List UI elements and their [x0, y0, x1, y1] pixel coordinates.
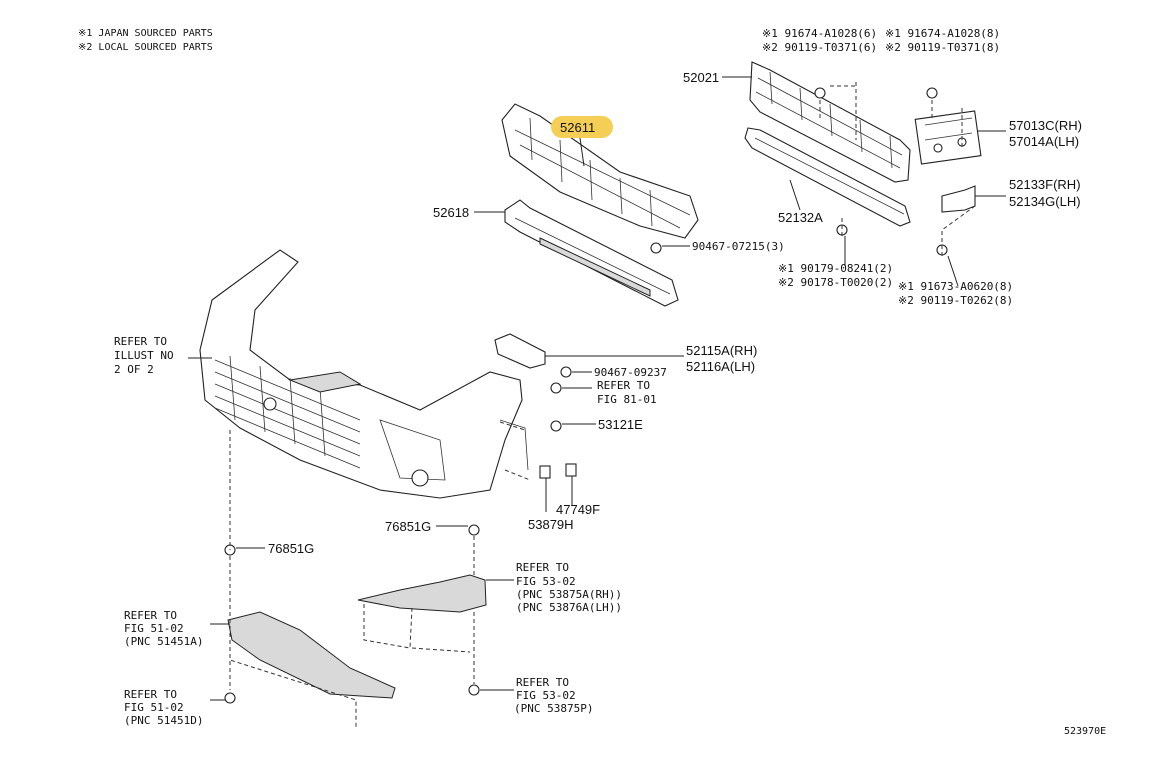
label-bolt-tr-2[interactable]: ※2 90119-T0371(8) — [885, 41, 1000, 54]
reinforcement-52021-drawing — [749, 61, 982, 183]
note-local: ※2 LOCAL SOURCED PARTS — [78, 42, 213, 53]
label-52116a[interactable]: 52116A(LH) — [686, 359, 755, 374]
bracket-52115a-drawing — [494, 333, 546, 369]
retainer-52618-drawing — [504, 199, 679, 307]
absorber-52132a-drawing — [744, 127, 911, 227]
label-90467-07215[interactable]: 90467-07215(3) — [692, 240, 785, 253]
label-nut-2[interactable]: ※2 90178-T0020(2) — [778, 276, 893, 289]
sourcing-notes: ※1 JAPAN SOURCED PARTS ※2 LOCAL SOURCED … — [78, 28, 213, 53]
label-refer-51a-1[interactable]: REFER TO — [124, 609, 177, 622]
label-refer-illust-2[interactable]: ILLUST NO — [114, 349, 174, 362]
label-refer-51a-3[interactable]: (PNC 51451A) — [124, 635, 203, 648]
absorber-52611-drawing — [501, 103, 699, 239]
label-refer-51a-2[interactable]: FIG 51-02 — [124, 622, 184, 635]
label-refer-illust-3[interactable]: 2 OF 2 — [114, 363, 154, 376]
label-52132a[interactable]: 52132A — [778, 210, 823, 225]
label-refer-53a-1[interactable]: REFER TO — [516, 561, 569, 574]
label-90467-09237[interactable]: 90467-09237 — [594, 366, 667, 379]
bumper-cover-drawing — [199, 249, 529, 499]
label-76851g-left[interactable]: 76851G — [268, 541, 314, 556]
label-52134g[interactable]: 52134G(LH) — [1009, 194, 1081, 209]
label-refer-81-2[interactable]: FIG 81-01 — [597, 393, 657, 406]
label-refer-81-1[interactable]: REFER TO — [597, 379, 650, 392]
label-bolt-tl-2[interactable]: ※2 90119-T0371(6) — [762, 41, 877, 54]
label-53879h[interactable]: 53879H — [528, 517, 574, 532]
label-refer-51d-1[interactable]: REFER TO — [124, 688, 177, 701]
undercover-51451a-drawing — [227, 611, 396, 699]
label-bolt-tl-1[interactable]: ※1 91674-A1028(6) — [762, 27, 877, 40]
dashed-guides — [229, 82, 976, 728]
part-labels: 52021 52611 52618 52132A 90467-07215(3) … — [114, 27, 1106, 737]
label-refer-51d-3[interactable]: (PNC 51451D) — [124, 714, 203, 727]
label-52133f[interactable]: 52133F(RH) — [1009, 177, 1081, 192]
label-refer-53p-3[interactable]: (PNC 53875P) — [514, 702, 593, 715]
undercover-53875a-drawing — [357, 574, 487, 613]
label-nut-1[interactable]: ※1 90179-08241(2) — [778, 262, 893, 275]
label-52618[interactable]: 52618 — [433, 205, 469, 220]
label-refer-53a-3[interactable]: (PNC 53875A(RH)) — [516, 588, 622, 601]
label-52115a[interactable]: 52115A(RH) — [686, 343, 757, 358]
label-52021[interactable]: 52021 — [683, 70, 719, 85]
label-refer-53p-1[interactable]: REFER TO — [516, 676, 569, 689]
note-japan: ※1 JAPAN SOURCED PARTS — [78, 28, 213, 39]
leader-lines — [188, 76, 1006, 701]
label-76851g-right[interactable]: 76851G — [385, 519, 431, 534]
label-bolt-lower-2[interactable]: ※2 90119-T0262(8) — [898, 294, 1013, 307]
label-refer-51d-2[interactable]: FIG 51-02 — [124, 701, 184, 714]
label-refer-illust-1[interactable]: REFER TO — [114, 335, 167, 348]
label-refer-53a-4[interactable]: (PNC 53876A(LH)) — [516, 601, 622, 614]
highlight-52611 — [551, 116, 613, 138]
diagram-id: 523970E — [1064, 726, 1106, 737]
label-57014a[interactable]: 57014A(LH) — [1009, 134, 1079, 149]
label-47749f[interactable]: 47749F — [556, 502, 600, 517]
label-53121e[interactable]: 53121E — [598, 417, 643, 432]
label-bolt-tr-1[interactable]: ※1 91674-A1028(8) — [885, 27, 1000, 40]
label-refer-53a-2[interactable]: FIG 53-02 — [516, 575, 576, 588]
label-refer-53p-2[interactable]: FIG 53-02 — [516, 689, 576, 702]
label-bolt-lower-1[interactable]: ※1 91673-A0620(8) — [898, 280, 1013, 293]
label-52611[interactable]: 52611 — [560, 120, 595, 135]
label-57013c[interactable]: 57013C(RH) — [1009, 118, 1082, 133]
retainer-52133f-drawing — [941, 185, 976, 213]
